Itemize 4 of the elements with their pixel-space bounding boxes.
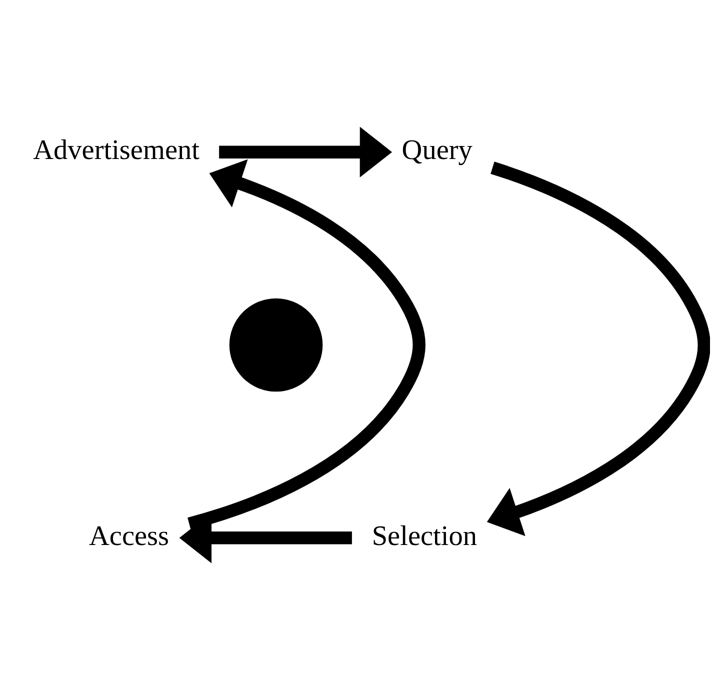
node-text: Advertisement <box>33 135 200 166</box>
node-text: Access <box>89 520 170 552</box>
node-text: Selection <box>372 520 477 552</box>
node-text: Query <box>402 135 472 166</box>
